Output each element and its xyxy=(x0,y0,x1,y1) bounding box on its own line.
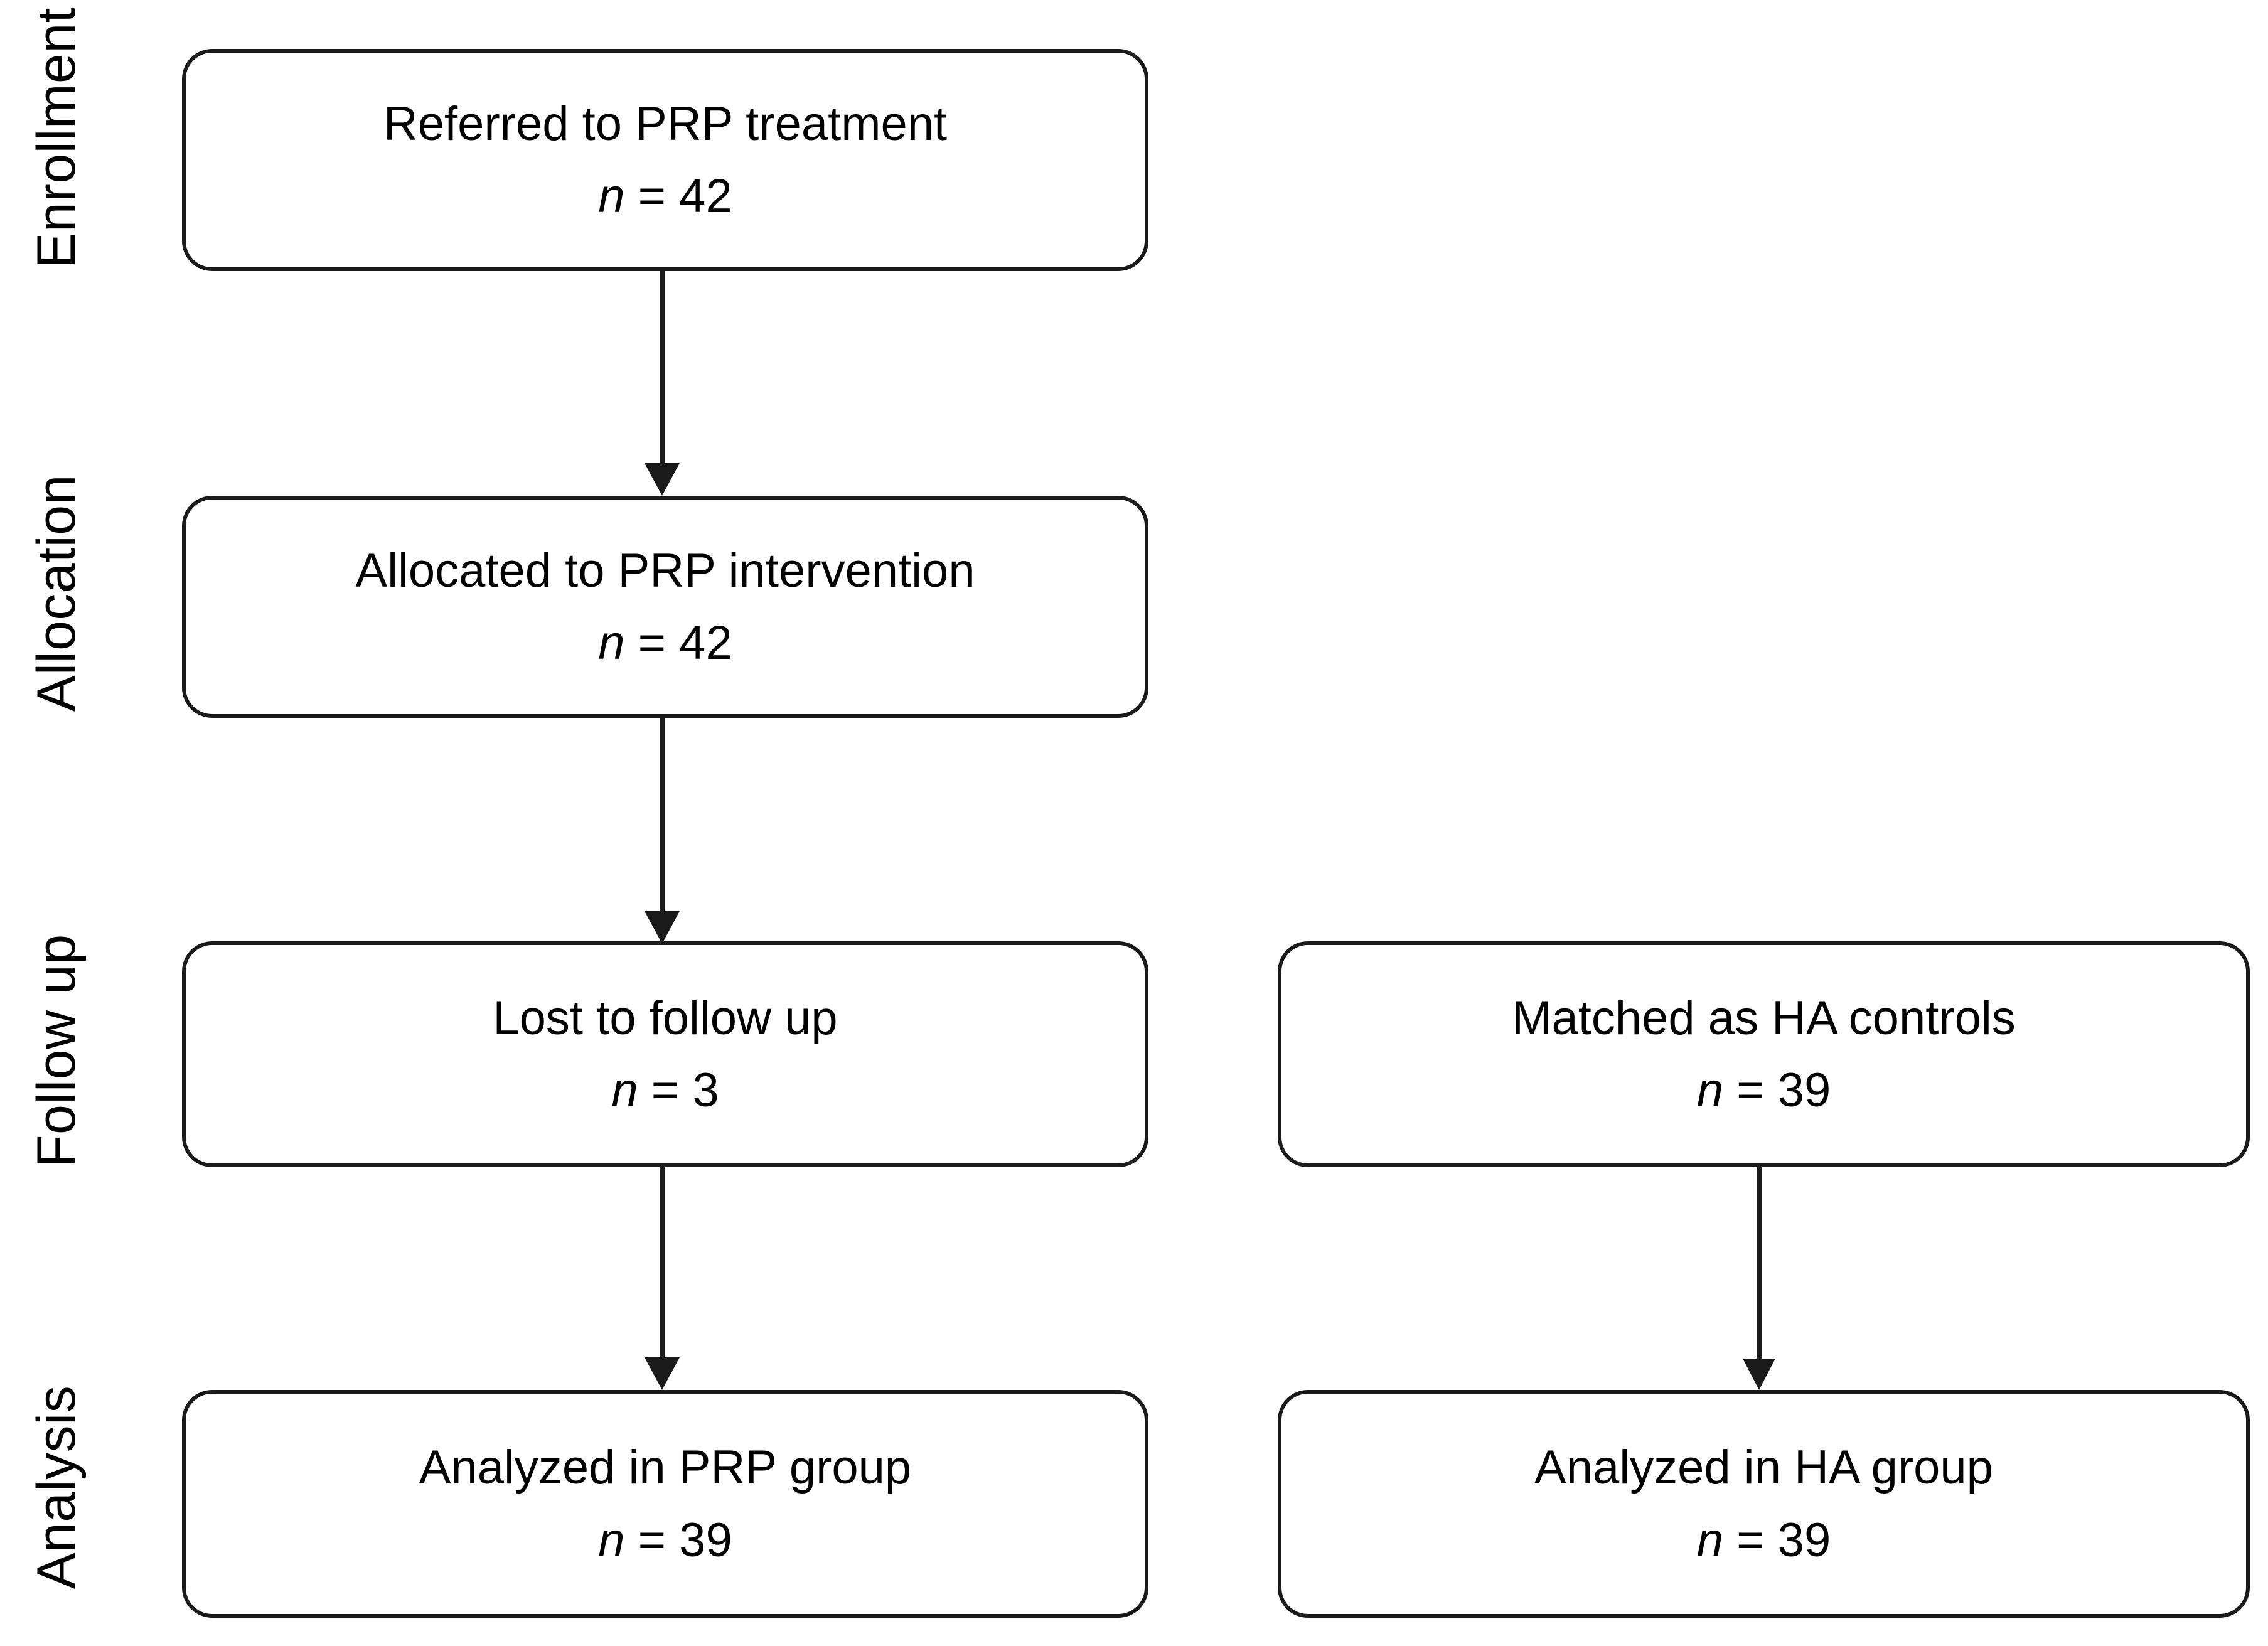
box-analyzed-ha-title: Analyzed in HA group xyxy=(1534,1441,1993,1495)
stage-label-follow-up-text: Follow up xyxy=(26,934,87,1168)
box-analyzed-prp-count-symbol: n xyxy=(598,1513,625,1567)
box-referred-count: n = 42 xyxy=(598,169,732,223)
box-matched-as-ha-controls: Matched as HA controls n = 39 xyxy=(1278,941,2250,1167)
box-lost-title: Lost to follow up xyxy=(493,991,838,1045)
box-lost-count-equals: = xyxy=(638,1064,693,1117)
box-allocated-count-value: 42 xyxy=(679,616,732,670)
connector-lost-to-analyzed-prp xyxy=(631,1167,693,1390)
box-referred-to-prp-treatment: Referred to PRP treatment n = 42 xyxy=(182,49,1148,271)
box-allocated-to-prp-intervention: Allocated to PRP intervention n = 42 xyxy=(182,496,1148,718)
stage-label-analysis: Analysis xyxy=(0,1349,113,1625)
stage-label-enrollment-text: Enrollment xyxy=(26,7,87,269)
box-analyzed-in-prp-group: Analyzed in PRP group n = 39 xyxy=(182,1390,1148,1618)
box-lost-to-follow-up: Lost to follow up n = 3 xyxy=(182,941,1148,1167)
box-analyzed-prp-title: Analyzed in PRP group xyxy=(419,1441,912,1495)
box-allocated-title: Allocated to PRP intervention xyxy=(355,543,975,597)
box-analyzed-in-ha-group: Analyzed in HA group n = 39 xyxy=(1278,1390,2250,1618)
stage-label-follow-up: Follow up xyxy=(0,916,113,1186)
box-analyzed-ha-count-symbol: n xyxy=(1696,1513,1724,1567)
box-referred-title: Referred to PRP treatment xyxy=(383,97,948,151)
box-analyzed-prp-count-equals: = xyxy=(624,1513,680,1567)
box-referred-count-value: 42 xyxy=(679,169,732,223)
connector-referred-to-allocated xyxy=(631,271,693,496)
box-analyzed-ha-count: n = 39 xyxy=(1697,1514,1831,1567)
stage-label-allocation: Allocation xyxy=(0,458,113,728)
box-matched-count-equals: = xyxy=(1723,1064,1778,1117)
box-analyzed-ha-count-equals: = xyxy=(1723,1513,1778,1567)
box-lost-count-value: 3 xyxy=(692,1064,719,1117)
box-matched-count-value: 39 xyxy=(1777,1064,1831,1117)
stage-label-analysis-text: Analysis xyxy=(26,1385,87,1590)
box-analyzed-prp-count: n = 39 xyxy=(598,1514,732,1567)
box-referred-count-equals: = xyxy=(624,169,680,223)
box-allocated-count: n = 42 xyxy=(598,616,732,670)
box-referred-count-symbol: n xyxy=(598,169,625,223)
box-allocated-count-equals: = xyxy=(624,616,680,670)
box-lost-count: n = 3 xyxy=(611,1064,719,1117)
connector-allocated-to-lost xyxy=(631,718,693,944)
box-matched-count: n = 39 xyxy=(1697,1064,1831,1117)
box-allocated-count-symbol: n xyxy=(598,616,625,670)
stage-label-enrollment: Enrollment xyxy=(0,0,113,276)
connector-matched-to-analyzed-ha xyxy=(1728,1167,1790,1390)
box-lost-count-symbol: n xyxy=(611,1064,638,1117)
stage-label-allocation-text: Allocation xyxy=(26,474,87,712)
box-analyzed-prp-count-value: 39 xyxy=(679,1513,732,1567)
box-matched-count-symbol: n xyxy=(1696,1064,1724,1117)
box-analyzed-ha-count-value: 39 xyxy=(1777,1513,1831,1567)
box-matched-title: Matched as HA controls xyxy=(1512,991,2016,1045)
